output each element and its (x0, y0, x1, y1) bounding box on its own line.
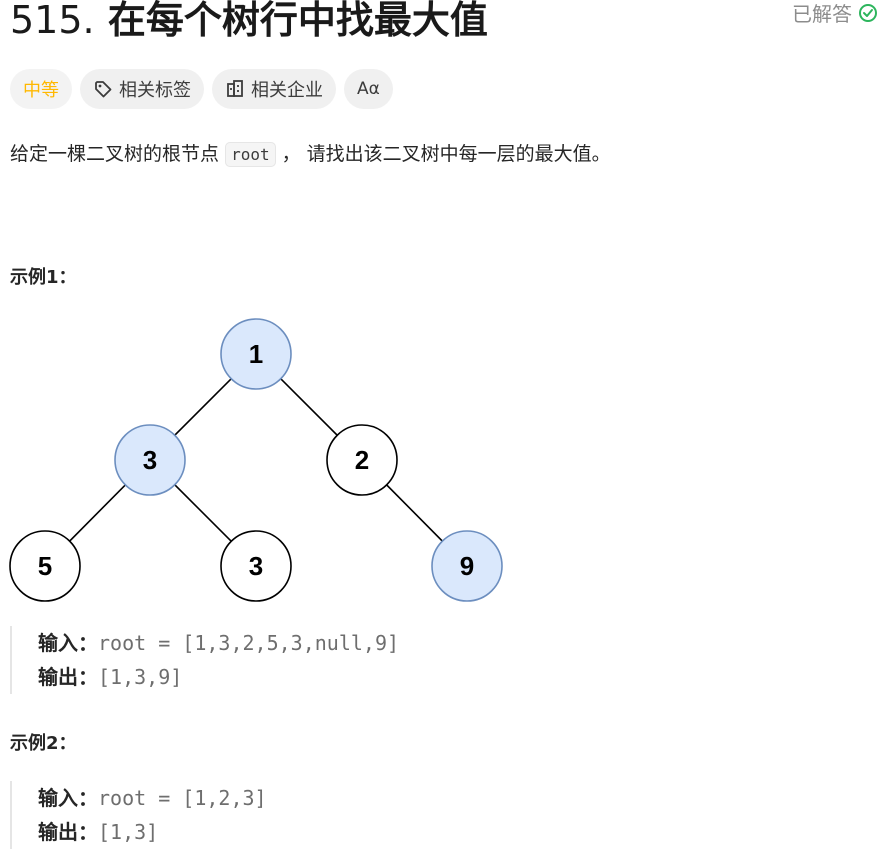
translate-button[interactable]: Aα (344, 69, 393, 109)
tag-bar: 中等 相关标签 相关企业 Aα (10, 69, 393, 109)
input-value: root = [1,3,2,5,3,null,9] (98, 631, 400, 655)
output-label: 输出： (38, 820, 98, 844)
check-circle-icon (859, 3, 877, 22)
tree-node-left: 3 (114, 424, 186, 496)
tree-node-right: 2 (326, 424, 398, 496)
tree-node-label: 3 (143, 445, 157, 475)
problem-name: 在每个树行中找最大值 (107, 0, 488, 42)
tree-node-right-right: 9 (431, 530, 503, 602)
description-text-end: ， 请找出该二叉树中每一层的最大值。 (281, 143, 611, 165)
tree-node-root: 1 (220, 318, 292, 390)
building-icon (227, 80, 243, 97)
related-companies-button[interactable]: 相关企业 (212, 69, 336, 109)
tree-node-label: 2 (355, 445, 369, 475)
input-label: 输入： (38, 631, 98, 655)
problem-number: 515. (10, 0, 95, 42)
example-1-output-line: 输出：[1,3,9] (38, 660, 399, 694)
output-value: [1,3] (98, 820, 159, 844)
difficulty-badge: 中等 (10, 69, 72, 109)
tag-icon (95, 81, 112, 98)
output-label: 输出： (38, 665, 98, 689)
tree-node-label: 1 (249, 339, 263, 369)
example-1-tree-diagram: 1 3 2 5 3 9 (9, 318, 503, 602)
example-1-title: 示例1： (10, 267, 77, 288)
output-value: [1,3,9] (98, 665, 183, 689)
example-1-input-line: 输入：root = [1,3,2,5,3,null,9] (38, 626, 399, 660)
input-label: 输入： (38, 786, 98, 810)
translate-icon: Aα (357, 79, 380, 99)
related-tags-label: 相关标签 (119, 80, 191, 101)
example-2-title: 示例2： (10, 733, 77, 754)
inline-code-root: root (225, 142, 276, 167)
example-1-io-block: 输入：root = [1,3,2,5,3,null,9]输出：[1,3,9] (10, 626, 399, 694)
solved-label: 已解答 (792, 2, 852, 26)
example-2-input-line: 输入：root = [1,2,3] (38, 781, 267, 815)
solved-status: 已解答 (792, 0, 878, 27)
problem-title: 515. 在每个树行中找最大值 (10, 0, 488, 48)
difficulty-label: 中等 (23, 80, 59, 101)
input-value: root = [1,2,3] (98, 786, 267, 810)
tree-node-left-left: 5 (9, 530, 81, 602)
example-2-output-line: 输出：[1,3] (38, 815, 267, 849)
tree-node-label: 5 (38, 551, 52, 581)
related-companies-label: 相关企业 (251, 80, 323, 101)
tree-node-label: 3 (249, 551, 263, 581)
tree-node-label: 9 (460, 551, 474, 581)
related-tags-button[interactable]: 相关标签 (80, 69, 204, 109)
example-2-io-block: 输入：root = [1,2,3]输出：[1,3] (10, 781, 267, 849)
description-text-start: 给定一棵二叉树的根节点 (10, 143, 220, 165)
problem-description: 给定一棵二叉树的根节点 root ， 请找出该二叉树中每一层的最大值。 (10, 139, 611, 170)
tree-node-left-right: 3 (220, 530, 292, 602)
title-row: 515. 在每个树行中找最大值 已解答 (10, 0, 886, 48)
